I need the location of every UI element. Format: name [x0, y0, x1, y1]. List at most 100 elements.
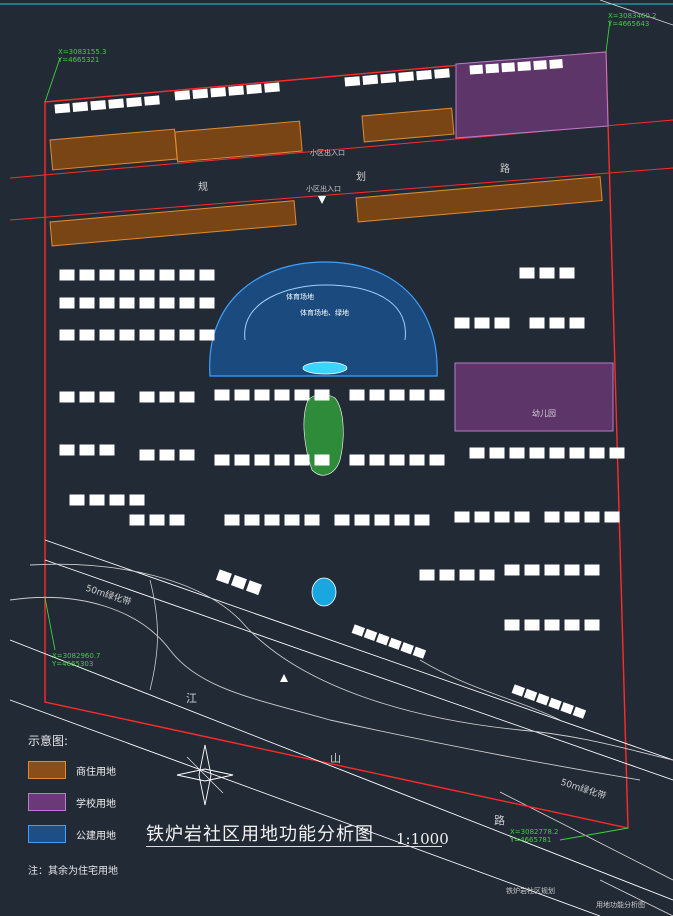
- legend: 示意图: 商住用地 学校用地 公建用地: [28, 732, 116, 855]
- building-footprint: [569, 317, 585, 329]
- building-footprint: [380, 73, 397, 84]
- coordinate-label-4: X=3082778.2 Y=4665781: [510, 828, 559, 844]
- building-footprint: [139, 297, 155, 309]
- building-footprint: [159, 297, 175, 309]
- building-footprint: [234, 454, 250, 466]
- building-footprint: [416, 69, 432, 81]
- building-footprint: [264, 82, 280, 93]
- building-footprint: [192, 88, 209, 99]
- building-footprint: [374, 514, 390, 526]
- building-footprint: [504, 564, 520, 576]
- building-footprint: [349, 389, 365, 401]
- building-footprint: [504, 619, 520, 631]
- building-footprint: [589, 447, 605, 459]
- building-footprint: [179, 391, 195, 403]
- building-footprint: [214, 389, 230, 401]
- building-footprint: [314, 454, 330, 466]
- building-footprint: [214, 454, 230, 466]
- building-footprint: [139, 391, 155, 403]
- drawing-title: 铁炉岩社区用地功能分析图: [146, 820, 442, 847]
- river-label-3: 路: [494, 814, 505, 827]
- building-footprint: [159, 329, 175, 341]
- building-footprint: [149, 514, 165, 526]
- entrance-label-1: 小区出入口: [310, 149, 345, 157]
- legend-item-public: 公建用地: [28, 823, 116, 845]
- building-footprint: [388, 637, 402, 650]
- building-footprint: [179, 449, 195, 461]
- building-footprint: [409, 454, 425, 466]
- building-footprint: [174, 90, 191, 101]
- building-footprint: [349, 454, 365, 466]
- legend-item-school: 学校用地: [28, 791, 116, 813]
- building-footprint: [369, 389, 385, 401]
- legend-swatch: [28, 793, 66, 811]
- river-edge: [149, 579, 158, 691]
- building-footprint: [548, 697, 562, 710]
- building-footprint: [99, 329, 115, 341]
- building-footprint: [398, 71, 414, 82]
- building-footprint: [509, 447, 525, 459]
- building-footprint: [400, 642, 414, 655]
- building-footprint: [394, 514, 410, 526]
- building-footprint: [244, 514, 260, 526]
- building-footprint: [210, 87, 227, 98]
- building-footprint: [59, 297, 75, 309]
- building-footprint: [119, 297, 135, 309]
- building-footprint: [389, 454, 405, 466]
- building-footprint: [564, 564, 580, 576]
- building-footprint: [544, 564, 560, 576]
- road-line: [9, 639, 673, 901]
- building-footprint: [429, 454, 445, 466]
- building-footprint: [254, 454, 270, 466]
- building-footprint: [224, 514, 240, 526]
- pond: [311, 577, 337, 607]
- building-footprint: [284, 514, 300, 526]
- building-footprint: [429, 389, 445, 401]
- fountain: [302, 361, 348, 375]
- building-footprint: [59, 269, 75, 281]
- building-footprint: [159, 269, 175, 281]
- footer-text-2: 用地功能分析图: [596, 901, 645, 909]
- building-footprint: [434, 68, 450, 79]
- building-footprint: [363, 628, 378, 642]
- building-footprint: [274, 454, 290, 466]
- building-footprint: [560, 702, 574, 715]
- building-footprint: [494, 317, 510, 329]
- road-line: [9, 699, 601, 916]
- building-footprint: [254, 389, 270, 401]
- river-edge: [9, 597, 641, 781]
- building-footprint: [549, 59, 563, 69]
- building-footprint: [564, 619, 580, 631]
- building-footprint: [129, 494, 145, 506]
- coordinate-label-1: X=3083155.3 Y=4665321: [58, 48, 107, 64]
- building-footprint: [72, 101, 89, 112]
- commercial-plots: [49, 107, 603, 247]
- building-footprint: [439, 569, 455, 581]
- building-footprint: [409, 389, 425, 401]
- frame-diagonal: [599, 0, 673, 26]
- building-footprint: [564, 511, 580, 523]
- building-footprint: [228, 85, 244, 96]
- public-building-arc: [244, 284, 406, 341]
- building-footprint: [489, 447, 505, 459]
- building-footprint: [90, 100, 107, 111]
- building-footprint: [99, 269, 115, 281]
- building-footprint: [294, 454, 310, 466]
- building-footprint: [584, 564, 600, 576]
- building-footprint: [199, 269, 215, 281]
- building-footprint: [79, 444, 95, 456]
- building-footprint: [314, 389, 330, 401]
- building-footprint: [494, 511, 510, 523]
- building-footprint: [351, 624, 366, 637]
- public-building-plot: [209, 261, 438, 377]
- building-footprint: [159, 449, 175, 461]
- sports-label-1: 体育场地: [286, 293, 314, 301]
- building-footprint: [230, 574, 247, 590]
- building-footprint: [99, 391, 115, 403]
- building-footprint: [485, 63, 500, 74]
- legend-swatch: [28, 825, 66, 843]
- footer-text-1: 铁炉岩社区规划: [506, 887, 555, 895]
- building-footprint: [79, 297, 95, 309]
- building-footprint: [334, 514, 350, 526]
- school-plot-label: 幼儿园: [532, 409, 556, 418]
